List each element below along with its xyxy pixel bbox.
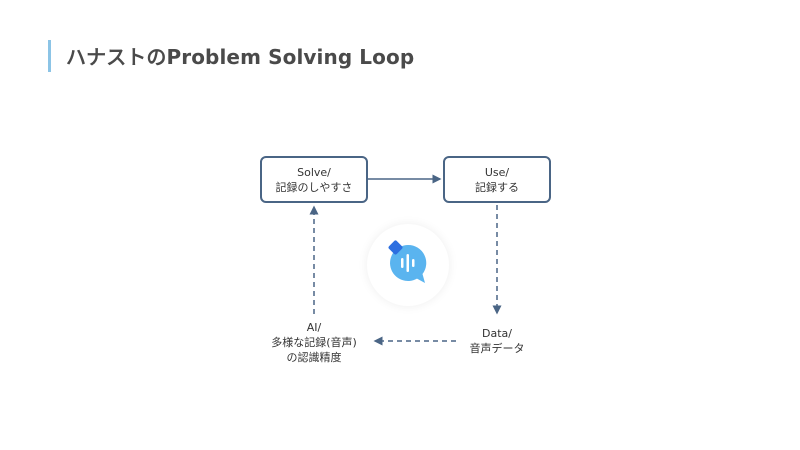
node-use-subtitle: 記録する <box>475 180 519 194</box>
node-ai-subtitle: 多様な記録(音声) <box>271 336 357 349</box>
page-title: ハナストのProblem Solving Loop <box>66 45 415 69</box>
node-solve: Solve/ 記録のしやすさ <box>260 156 368 203</box>
node-data-subtitle: 音声データ <box>469 342 525 355</box>
node-solve-subtitle: 記録のしやすさ <box>275 180 353 194</box>
node-ai-heading: AI/ <box>306 321 322 334</box>
node-data-heading: Data/ <box>482 327 512 340</box>
hanasuto-logo <box>367 224 449 306</box>
speech-bubble-voice-icon <box>388 240 427 283</box>
title-accent-bar <box>48 40 51 72</box>
node-data: Data/ 音声データ <box>445 326 549 356</box>
node-ai: AI/ 多様な記録(音声) の認識精度 <box>256 320 372 365</box>
node-solve-heading: Solve/ <box>297 165 331 179</box>
node-use-heading: Use/ <box>484 165 510 179</box>
node-ai-subtitle-2: の認識精度 <box>286 351 342 364</box>
node-use: Use/ 記録する <box>443 156 551 203</box>
